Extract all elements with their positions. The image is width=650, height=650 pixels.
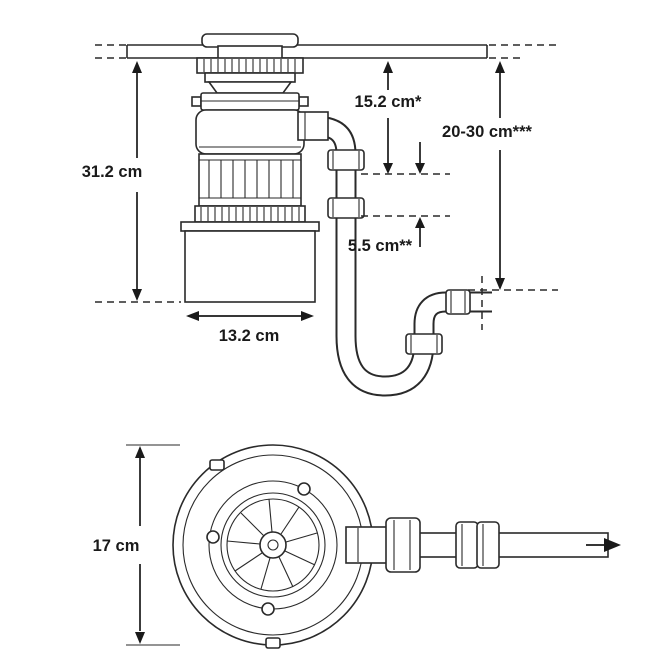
flange-neck	[217, 45, 283, 60]
dim-diameter-label: 17 cm	[93, 537, 140, 555]
motor-housing	[198, 153, 302, 207]
slip-nut-pair	[455, 521, 500, 569]
base-lip	[180, 221, 320, 232]
drain-pipe-p-trap	[297, 111, 492, 397]
slip-nut-large	[385, 517, 421, 573]
clamp-bolt-left	[191, 96, 202, 107]
splash-guard-rim	[226, 498, 320, 592]
dim-counter-to-inlet-label: 15.2 cm*	[355, 93, 423, 111]
mounting-tab-top	[209, 459, 225, 471]
side-view: 31.2 cm 15.2 cm* 20-30 cm*** 5.5 cm**	[82, 33, 558, 397]
outlet-adapter	[345, 526, 389, 564]
dim-counter-to-inlet: 15.2 cm*	[355, 61, 423, 174]
slip-nut-upper	[327, 149, 365, 171]
mounting-collar	[204, 72, 296, 83]
dim-overall-height-label: 31.2 cm	[82, 163, 143, 181]
outlet-pipe-top	[345, 517, 621, 573]
dim-inlet-to-outlet: 5.5 cm**	[348, 142, 425, 255]
countertop	[95, 44, 558, 59]
splash-guard-segments	[226, 498, 318, 590]
slip-nut-trap-riser	[405, 333, 443, 355]
dim-overall-height: 31.2 cm	[82, 61, 143, 301]
dim-counter-to-trap: 20-30 cm***	[442, 61, 533, 290]
mounting-taper	[207, 81, 293, 94]
slip-nut-outlet	[445, 289, 471, 315]
dim-base-width: 13.2 cm	[186, 311, 314, 345]
mounting-tab-bottom	[265, 637, 281, 649]
dim-counter-to-trap-label: 20-30 cm***	[442, 123, 532, 141]
reference-lines	[95, 173, 558, 330]
top-view: 17 cm	[93, 444, 621, 649]
disposer-unit	[180, 33, 320, 303]
splash-guard-hub	[259, 531, 287, 559]
mounting-ring	[196, 57, 304, 74]
flow-direction-arrow	[586, 538, 621, 552]
base-container	[184, 230, 316, 303]
mounting-bolt-2	[206, 530, 220, 544]
clamp-bolt-right	[298, 96, 309, 107]
sink-flange	[201, 33, 299, 48]
dim-diameter: 17 cm	[93, 444, 180, 646]
slip-nut-lower	[327, 197, 365, 219]
dim-base-width-label: 13.2 cm	[219, 327, 280, 345]
outlet-stub	[297, 111, 329, 141]
disposer-body-top	[172, 444, 374, 649]
countertop-extension-lines	[95, 44, 558, 59]
dim-inlet-to-outlet-label: 5.5 cm**	[348, 237, 413, 255]
mounting-bolt-3	[261, 602, 275, 616]
mounting-bolt-1	[297, 482, 311, 496]
